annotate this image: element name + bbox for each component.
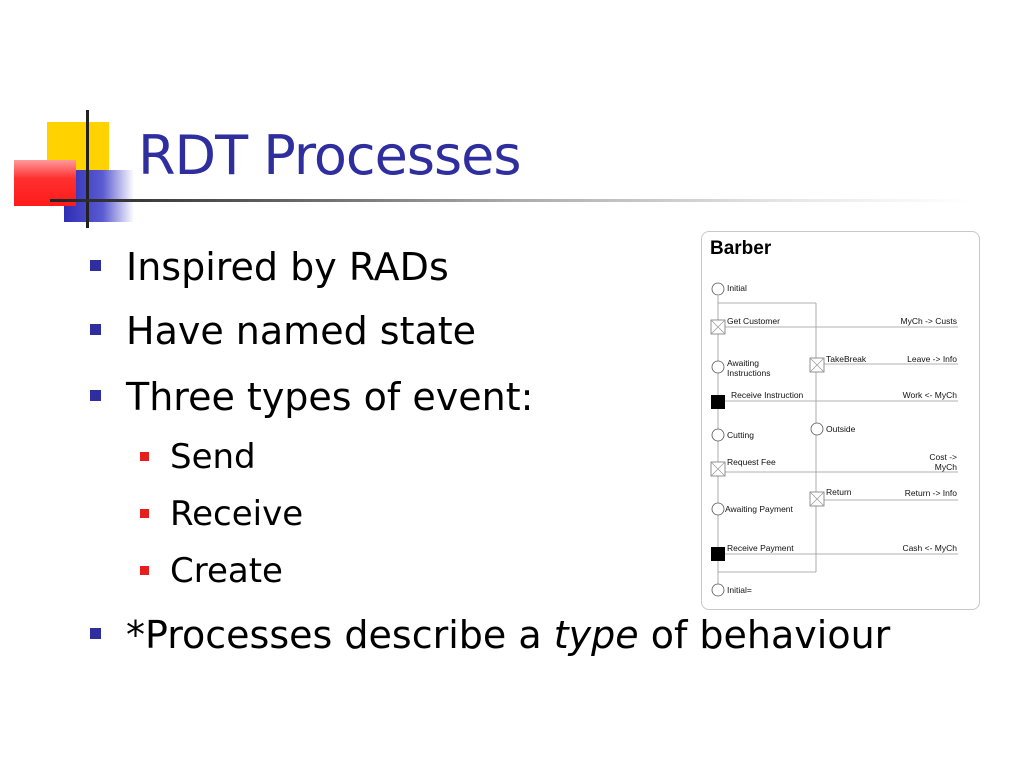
bullet-text-emphasis: type: [553, 613, 639, 657]
bullet-text: Have named state: [126, 309, 477, 353]
sub-bullet-square-icon: [140, 566, 149, 575]
node-label: Awaiting Payment: [725, 504, 793, 514]
title-underline: [50, 199, 970, 202]
state-circle: [711, 428, 725, 442]
vertical-line: [86, 110, 89, 228]
node-label: Get Customer: [727, 316, 780, 326]
receive-box: [711, 395, 725, 409]
sub-bullet-text: Send: [170, 437, 256, 477]
node-label: Receive Payment: [727, 543, 794, 553]
sub-bullet-square-icon: [140, 452, 149, 461]
receive-box: [711, 547, 725, 561]
node-label: Cutting: [727, 430, 754, 440]
slide-title: RDT Processes: [138, 124, 521, 187]
send-box: [710, 461, 726, 477]
node-label: TakeBreak: [826, 354, 867, 364]
node-label: Request Fee: [727, 457, 776, 467]
bullet-text-last: *Processes describe a type of behaviour: [126, 616, 890, 654]
node-label: Outside: [826, 424, 856, 434]
send-box: [809, 357, 825, 373]
node-label: Receive Instruction: [731, 390, 804, 400]
sub-bullet-text: Create: [170, 551, 283, 591]
barber-diagram: Barber: [701, 231, 980, 610]
message-label: Cost -> MyCh: [929, 452, 957, 472]
bullet-text-suffix: of behaviour: [638, 613, 891, 657]
diagram-svg: [710, 282, 958, 597]
send-box: [710, 319, 726, 335]
red-square: [14, 160, 76, 206]
node-label: Awaiting Instructions: [727, 358, 771, 378]
send-box: [809, 491, 825, 507]
bullet-text-prefix: *Processes describe a: [126, 613, 554, 657]
bullet-square-icon: [90, 628, 101, 639]
bullet-text: Inspired by RADs: [126, 245, 449, 289]
bullet-square-icon: [90, 260, 101, 271]
message-label: Work <- MyCh: [902, 390, 957, 400]
state-circle: [711, 360, 725, 374]
state-circle: [711, 502, 725, 516]
state-circle: [711, 583, 725, 597]
state-circle: [810, 422, 824, 436]
message-label: Cash <- MyCh: [902, 543, 957, 553]
bullet-square-icon: [90, 390, 101, 401]
sub-bullet-square-icon: [140, 509, 149, 518]
bullet-square-icon: [90, 324, 101, 335]
node-label: Return: [826, 487, 852, 497]
message-label: MyCh -> Custs: [900, 316, 957, 326]
diagram-title: Barber: [710, 238, 772, 259]
state-circle: [711, 282, 725, 296]
node-label: Initial: [727, 283, 747, 293]
sub-bullet-text: Receive: [170, 494, 304, 534]
message-label: Return -> Info: [904, 488, 957, 498]
node-label: Initial=: [727, 585, 752, 595]
bullet-text: Three types of event:: [126, 375, 534, 419]
message-label: Leave -> Info: [907, 354, 957, 364]
